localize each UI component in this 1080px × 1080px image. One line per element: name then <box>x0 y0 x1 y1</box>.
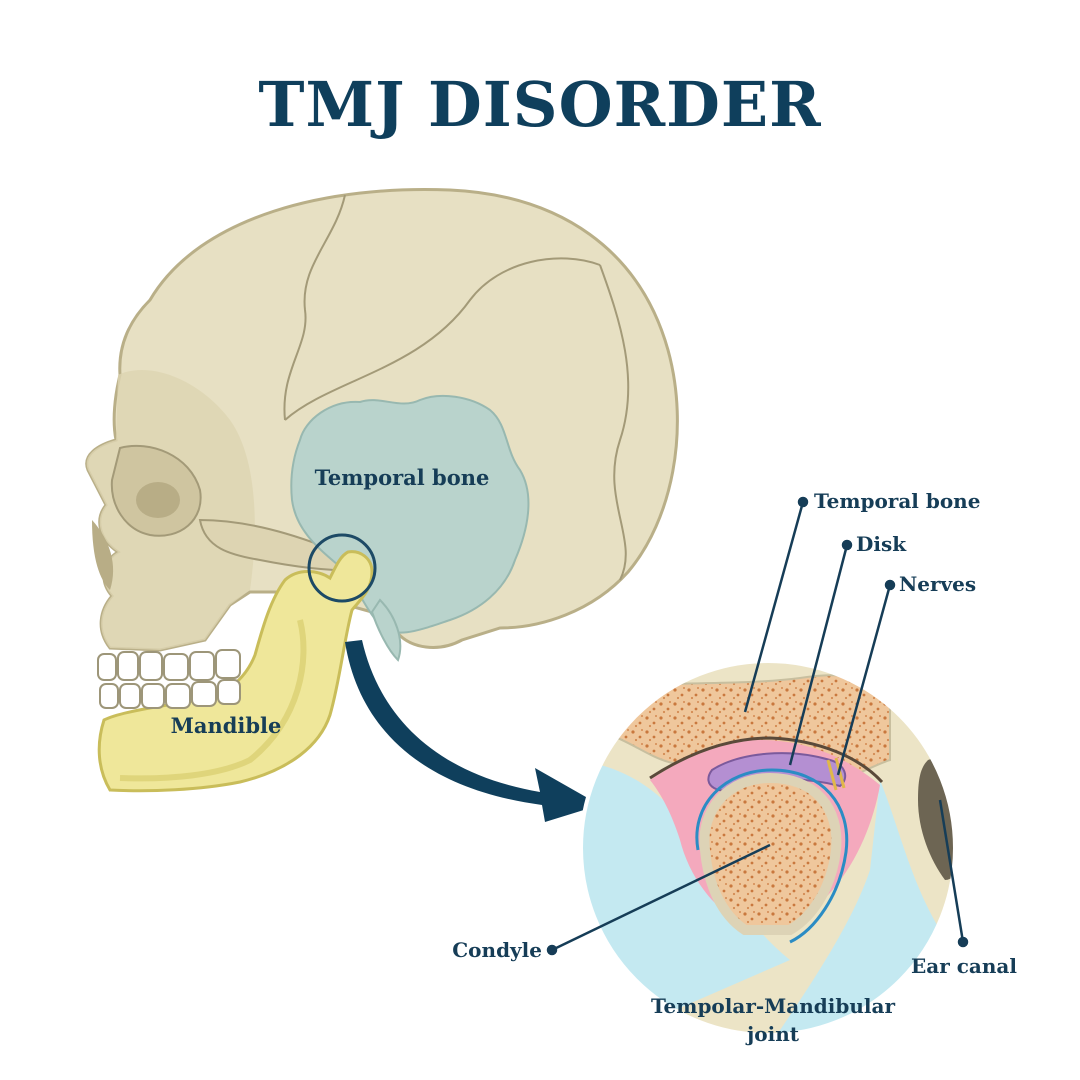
lower-tooth <box>165 683 191 709</box>
leader-disk <box>788 544 849 766</box>
leader-dot-condyle <box>546 944 558 956</box>
ear-canal-shape <box>918 757 955 880</box>
upper-tooth <box>163 653 189 681</box>
squamosal-suture <box>284 257 601 421</box>
label-joint-line1: Tempolar-Mandibular <box>651 994 895 1018</box>
lambdoid-suture <box>599 264 630 581</box>
label-temporal-bone-inset: Temporal bone <box>814 489 980 513</box>
label-temporal-bone-skull: Temporal bone <box>315 465 490 490</box>
mandible-shadow <box>119 619 307 782</box>
orbit-shadow <box>136 482 180 518</box>
upper-tooth <box>117 651 139 681</box>
lower-tooth <box>141 683 165 709</box>
label-condyle: Condyle <box>452 938 542 962</box>
teeth <box>97 649 241 709</box>
coronal-suture <box>283 194 346 421</box>
skull <box>85 188 679 662</box>
leader-ear-canal <box>938 799 965 943</box>
leader-lines <box>546 496 969 956</box>
page-title: TMJ DISORDER <box>258 68 822 141</box>
mastoid-process <box>370 598 402 662</box>
joint-highlight-circle <box>307 533 377 603</box>
label-ear-canal: Ear canal <box>911 954 1017 978</box>
condyle-capsule <box>695 768 849 944</box>
mandible <box>97 550 374 793</box>
nerve-line <box>826 759 838 791</box>
label-joint-line2: joint <box>745 1022 800 1046</box>
leader-dot-disk <box>841 539 853 551</box>
fossa-outline <box>649 736 884 784</box>
leader-temporal-bone <box>743 501 805 713</box>
condyle <box>699 772 842 935</box>
arrow-body <box>345 640 600 822</box>
leader-dot-temporal-bone <box>797 496 809 508</box>
leader-dot-nerves <box>884 579 896 591</box>
label-mandible: Mandible <box>171 713 282 738</box>
label-nerves: Nerves <box>899 572 976 596</box>
lower-tooth <box>191 681 217 707</box>
upper-tooth <box>215 649 241 679</box>
upper-tooth <box>189 651 215 681</box>
zoom-arrow <box>345 640 600 822</box>
inset-border <box>579 659 957 1037</box>
lower-tooth <box>217 679 241 705</box>
label-disk: Disk <box>856 532 907 556</box>
lower-tooth <box>119 683 141 709</box>
inset-magnification <box>581 661 955 1035</box>
nerve-line <box>834 757 846 789</box>
nasal-cavity <box>92 520 114 590</box>
upper-tooth <box>97 653 117 681</box>
leader-nerves <box>836 584 892 776</box>
upper-tooth <box>139 651 163 681</box>
leader-dot-ear-canal <box>957 936 969 948</box>
leader-condyle <box>551 843 771 952</box>
lower-tooth <box>99 683 119 709</box>
mandible-bone <box>97 550 374 793</box>
